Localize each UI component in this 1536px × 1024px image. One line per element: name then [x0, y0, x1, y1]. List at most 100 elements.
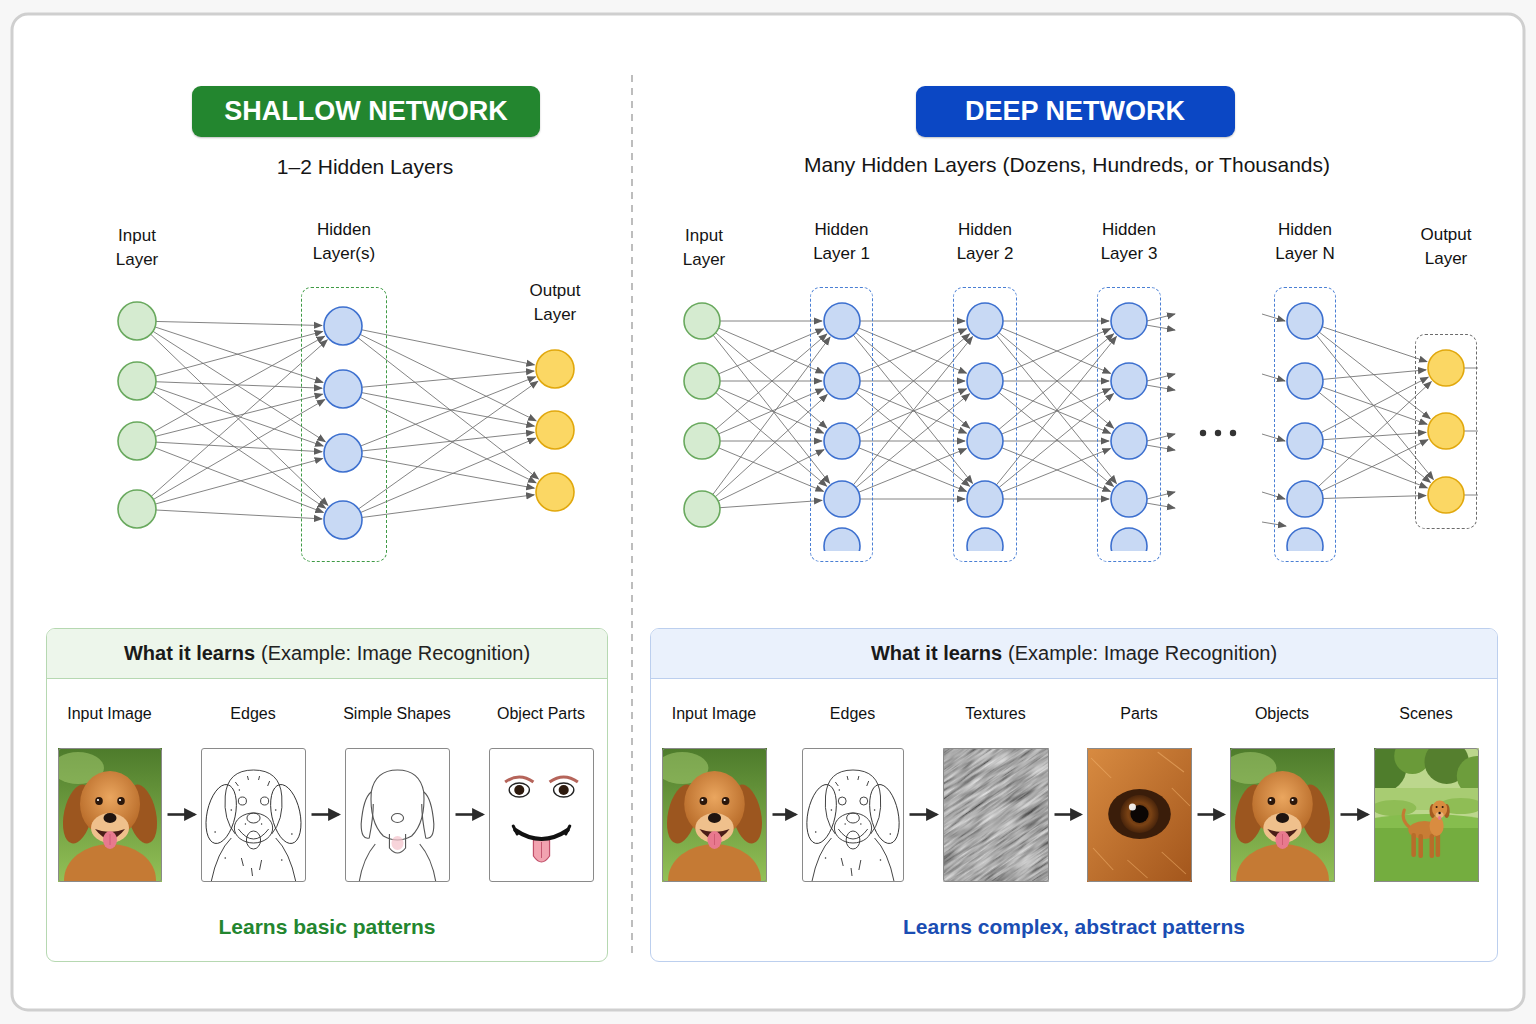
layer-heading-holder: Hidden Layer 1 [802, 218, 882, 266]
image-heading-holder: Objects [1191, 704, 1374, 723]
image-heading-holder: Textures [904, 704, 1088, 723]
hidden-neuron [324, 307, 362, 345]
connection-line [362, 371, 534, 387]
connection-stub [1147, 492, 1175, 499]
image-heading-holder: Edges [162, 704, 345, 723]
hidden-neuron [324, 434, 362, 472]
feature-image-frame: Input Image [58, 748, 162, 882]
layer-label-holder: Output Layer [515, 279, 595, 327]
hidden-neuron [967, 423, 1003, 459]
image-heading: Input Image [623, 704, 806, 723]
connection-line [154, 336, 325, 432]
dog-photo [1224, 748, 1335, 916]
feature-image-frame: Edges [802, 748, 904, 882]
input-neuron [118, 362, 156, 400]
hidden-neuron [824, 481, 860, 517]
hidden-neuron [1111, 423, 1147, 459]
connection-line [1003, 321, 1109, 322]
hidden-neuron [824, 363, 860, 399]
layer-label-holder: Input Layer [664, 224, 744, 272]
input-neuron [118, 490, 156, 528]
image-heading-holder: Edges [763, 704, 943, 723]
connection-line [1002, 448, 1111, 492]
layer-label: Input Layer [664, 224, 744, 272]
input-neuron [684, 363, 720, 399]
output-neuron [536, 350, 574, 388]
feature-image-frame: Object Parts [489, 748, 594, 882]
flow-arrow [1341, 813, 1368, 816]
connection-line [719, 388, 824, 433]
connection-line [996, 337, 1116, 485]
connection-line [358, 381, 537, 509]
connection-line [859, 329, 967, 374]
layer-heading-holder: Hidden Layer N [1265, 218, 1345, 266]
layer-heading: Hidden Layer N [1265, 218, 1345, 266]
subtitle-holder: 1–2 Hidden Layers [277, 154, 453, 180]
connection-stub [1464, 368, 1478, 369]
layer-label: Input Layer [97, 224, 177, 272]
layer-heading-holder: Output Layer [1406, 223, 1486, 271]
output-neuron [536, 411, 574, 449]
hidden-neuron [1287, 363, 1323, 399]
connection-line [156, 321, 322, 325]
connection-line [1002, 329, 1111, 374]
image-heading: Edges [763, 704, 943, 723]
connection-stub [1147, 434, 1175, 441]
network-neurons [118, 302, 1464, 564]
panel-heading: What it learns [871, 642, 1002, 665]
layer-heading: Hidden Layer(s) [304, 218, 384, 266]
connection-line [860, 499, 965, 500]
dog-photo [656, 748, 767, 916]
layer-group-box: Hidden Layer 1 [810, 287, 873, 562]
connection-line [358, 338, 539, 479]
hidden-neuron-partial [1287, 528, 1323, 564]
layer-heading-holder: Hidden Layer 3 [1089, 218, 1169, 266]
connection-stub [1464, 431, 1478, 432]
image-heading: Textures [904, 704, 1088, 723]
divider-line [631, 75, 633, 955]
layer-heading: Hidden Layer 2 [945, 218, 1025, 266]
dog-object-parts [489, 748, 594, 882]
hidden-neuron [1111, 481, 1147, 517]
dog-simple-shapes [345, 748, 450, 882]
panel-footer-holder: Learns complex, abstract patterns [651, 914, 1497, 940]
connection-line [720, 321, 822, 322]
connection-line [1323, 432, 1426, 439]
subtitle: 1–2 Hidden Layers [277, 154, 453, 180]
hidden-neuron [1287, 303, 1323, 339]
subtitle-holder: Many Hidden Layers (Dozens, Hundreds, or… [804, 152, 1330, 178]
layer-group-box: Hidden Layer(s) [301, 287, 387, 562]
panel-summary: Learns basic patterns [47, 914, 607, 940]
hidden-neuron [1287, 423, 1323, 459]
connection-stub [1464, 495, 1478, 496]
hidden-neuron [967, 363, 1003, 399]
panel-footer-holder: Learns basic patterns [47, 914, 607, 940]
connection-line [718, 450, 824, 501]
panel-heading: What it learns [124, 642, 255, 665]
hidden-neuron [824, 423, 860, 459]
hidden-neuron [1111, 363, 1147, 399]
connection-line [853, 337, 972, 485]
hidden-neuron [967, 481, 1003, 517]
hidden-neuron [1287, 481, 1323, 517]
network-connections [151, 314, 1478, 526]
connection-line [859, 448, 967, 492]
input-neuron [118, 422, 156, 460]
layer-group-box: Hidden Layer 2 [953, 287, 1017, 562]
image-heading-holder: Input Image [623, 704, 806, 723]
connection-line [156, 442, 322, 452]
connection-line [1321, 440, 1428, 491]
connection-line [153, 331, 325, 441]
connection-line [362, 495, 534, 518]
output-neuron [1428, 477, 1464, 513]
panel-heading-note: (Example: Image Recognition) [1008, 642, 1277, 665]
dog-edges-sketch [201, 748, 306, 882]
connection-line [853, 335, 972, 483]
connection-line [860, 321, 965, 322]
connection-stub [1147, 374, 1175, 381]
connection-line [155, 459, 322, 505]
connection-stub [1147, 314, 1175, 321]
learning-panel: What it learns (Example: Image Recognitio… [650, 628, 1498, 962]
connection-line [156, 510, 322, 519]
